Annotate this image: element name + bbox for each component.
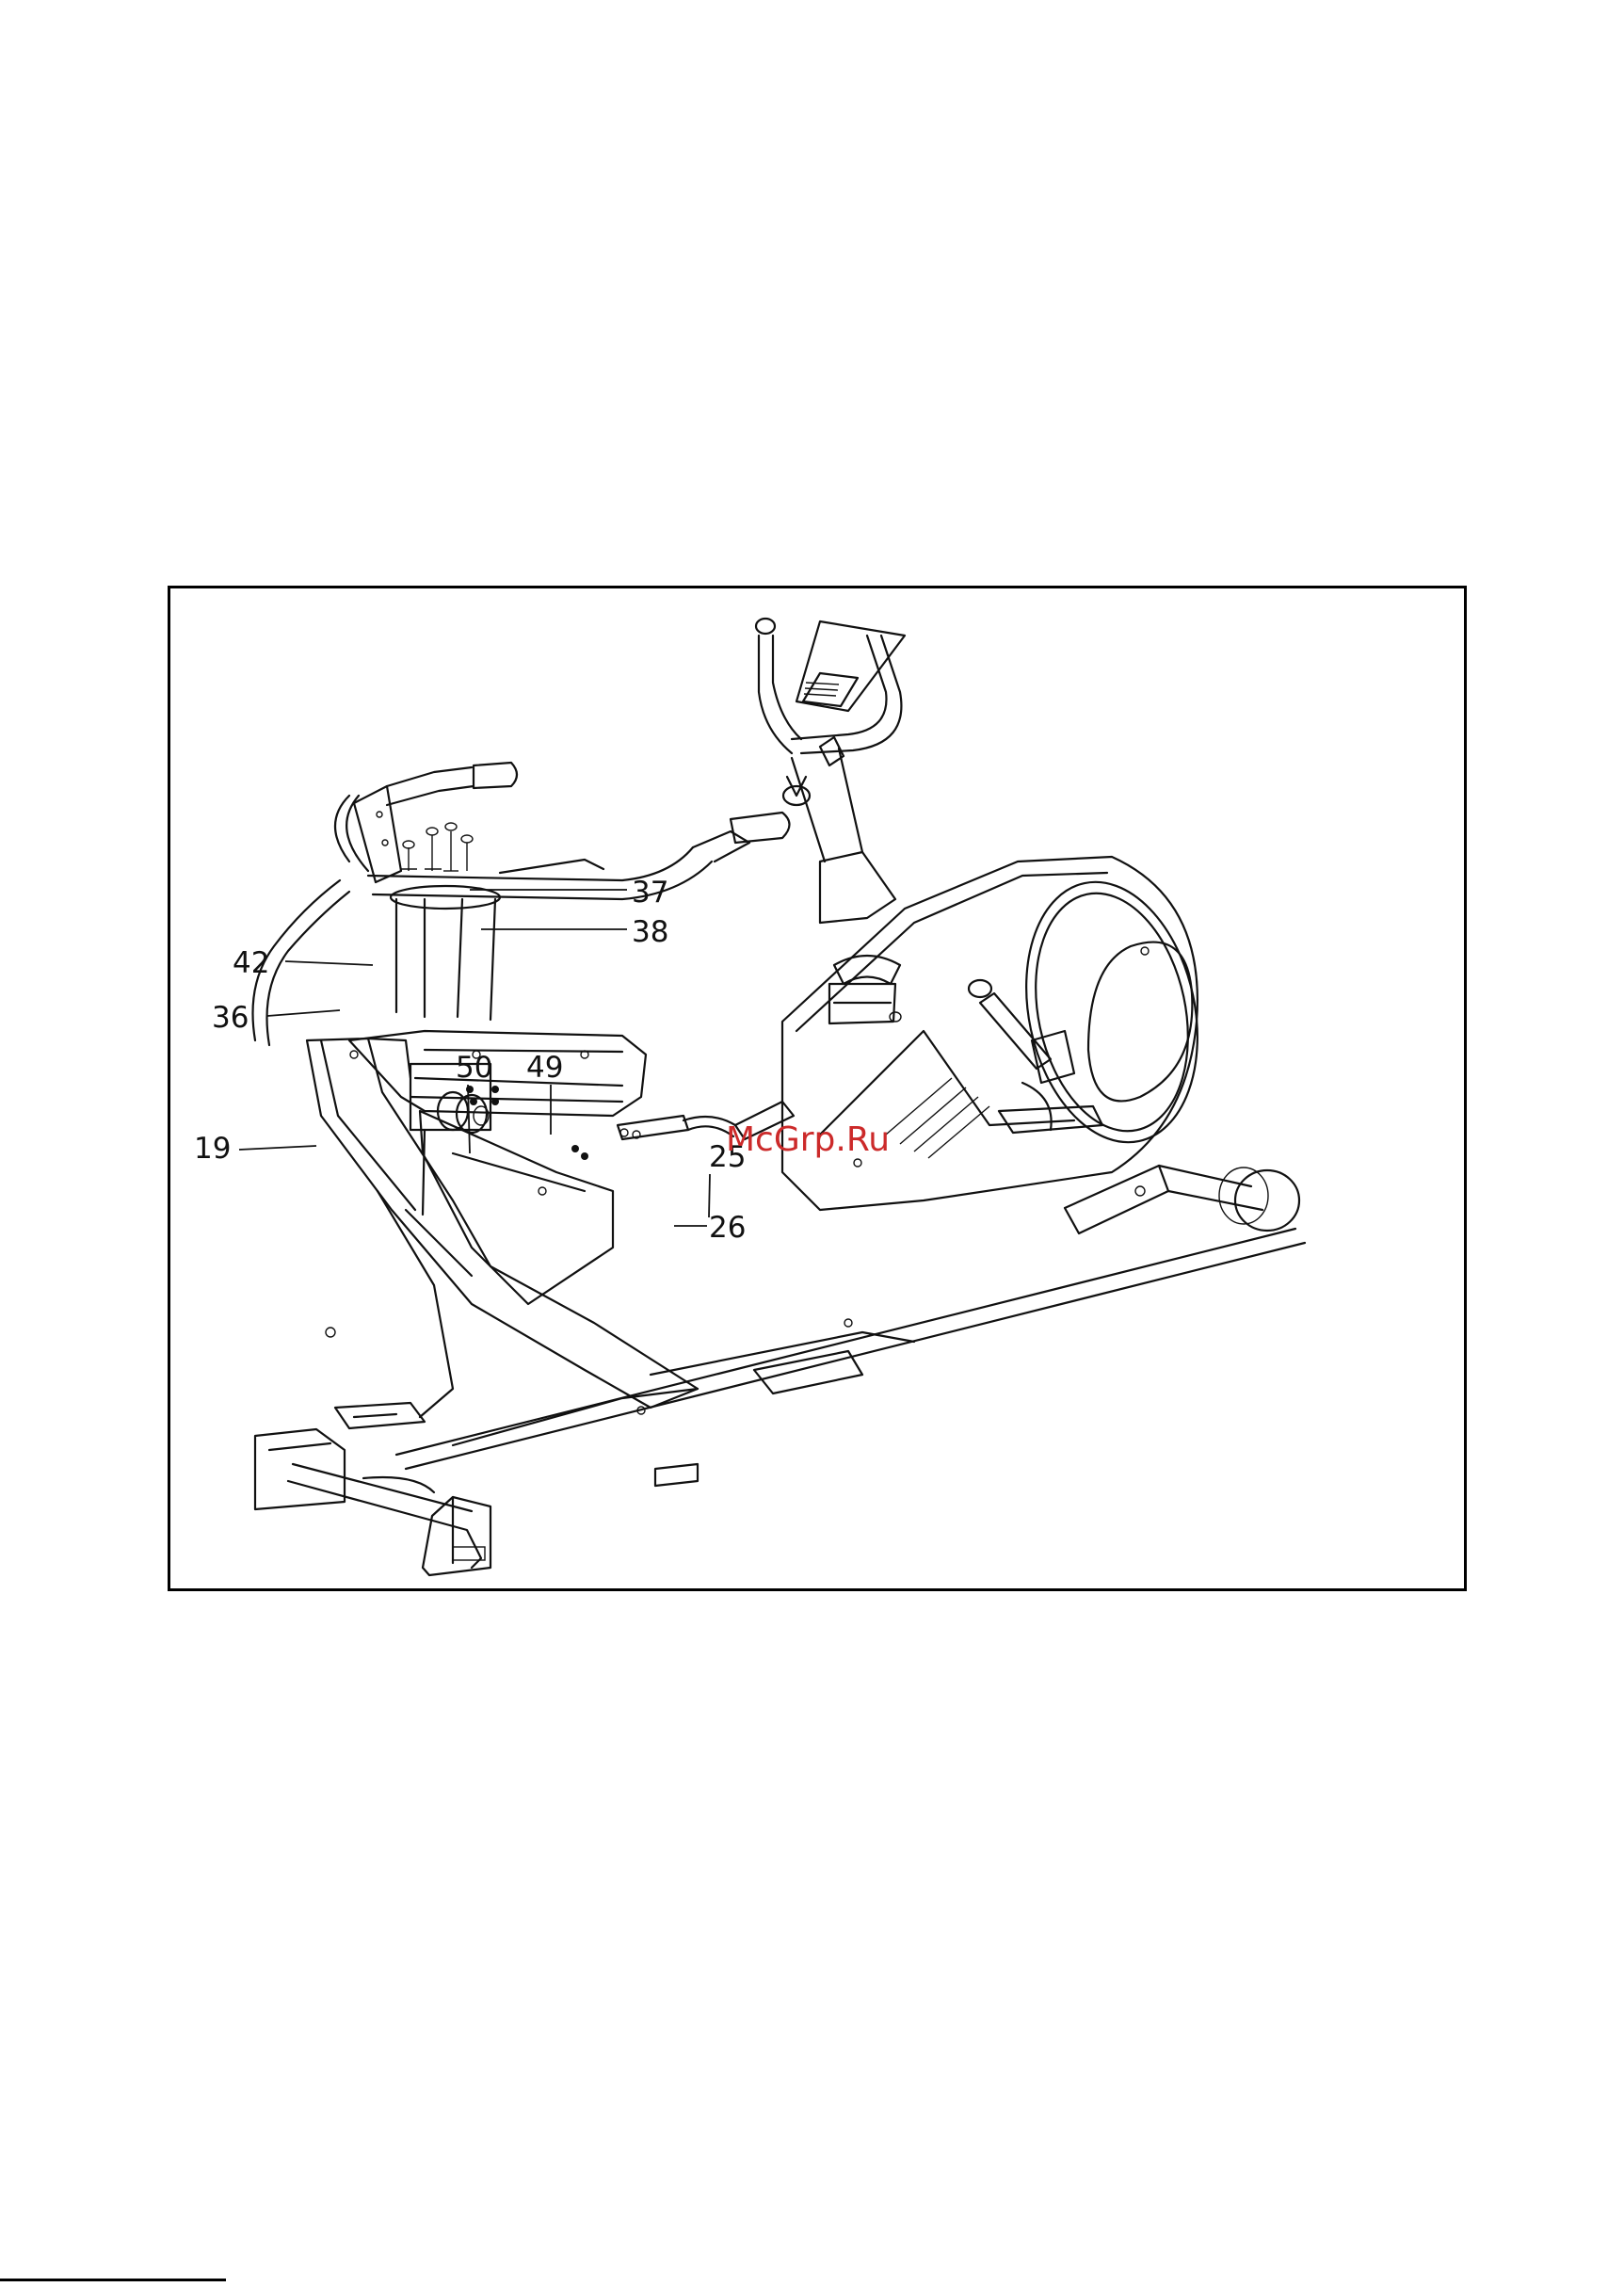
footer-rule [0,2279,226,2281]
part-label-38: 38 [632,915,668,949]
part-label-50: 50 [456,1051,492,1085]
part-labels: 37 38 42 36 50 49 19 25 26 [194,876,746,1245]
bolt-set [401,823,473,871]
main-frame [396,1229,1305,1486]
part-label-36: 36 [212,1001,249,1035]
watermark-text: McGrp.Ru [726,1120,890,1159]
diagram-frame: 37 38 42 36 50 49 19 25 26 McGrp.Ru [168,586,1467,1591]
part-label-19: 19 [194,1132,231,1166]
part-label-26: 26 [709,1211,746,1245]
part-label-37: 37 [632,876,668,910]
seat-post [391,886,500,1020]
exploded-view-drawing: 37 38 42 36 50 49 19 25 26 McGrp.Ru [170,588,1464,1588]
front-stabilizer [255,1403,490,1575]
console-mast [756,619,905,923]
part-label-49: 49 [526,1051,563,1085]
seat-handlebar [253,763,790,1045]
part-label-42: 42 [233,946,269,980]
rear-stabilizer [1065,1166,1299,1233]
seat-frame [307,1031,698,1417]
